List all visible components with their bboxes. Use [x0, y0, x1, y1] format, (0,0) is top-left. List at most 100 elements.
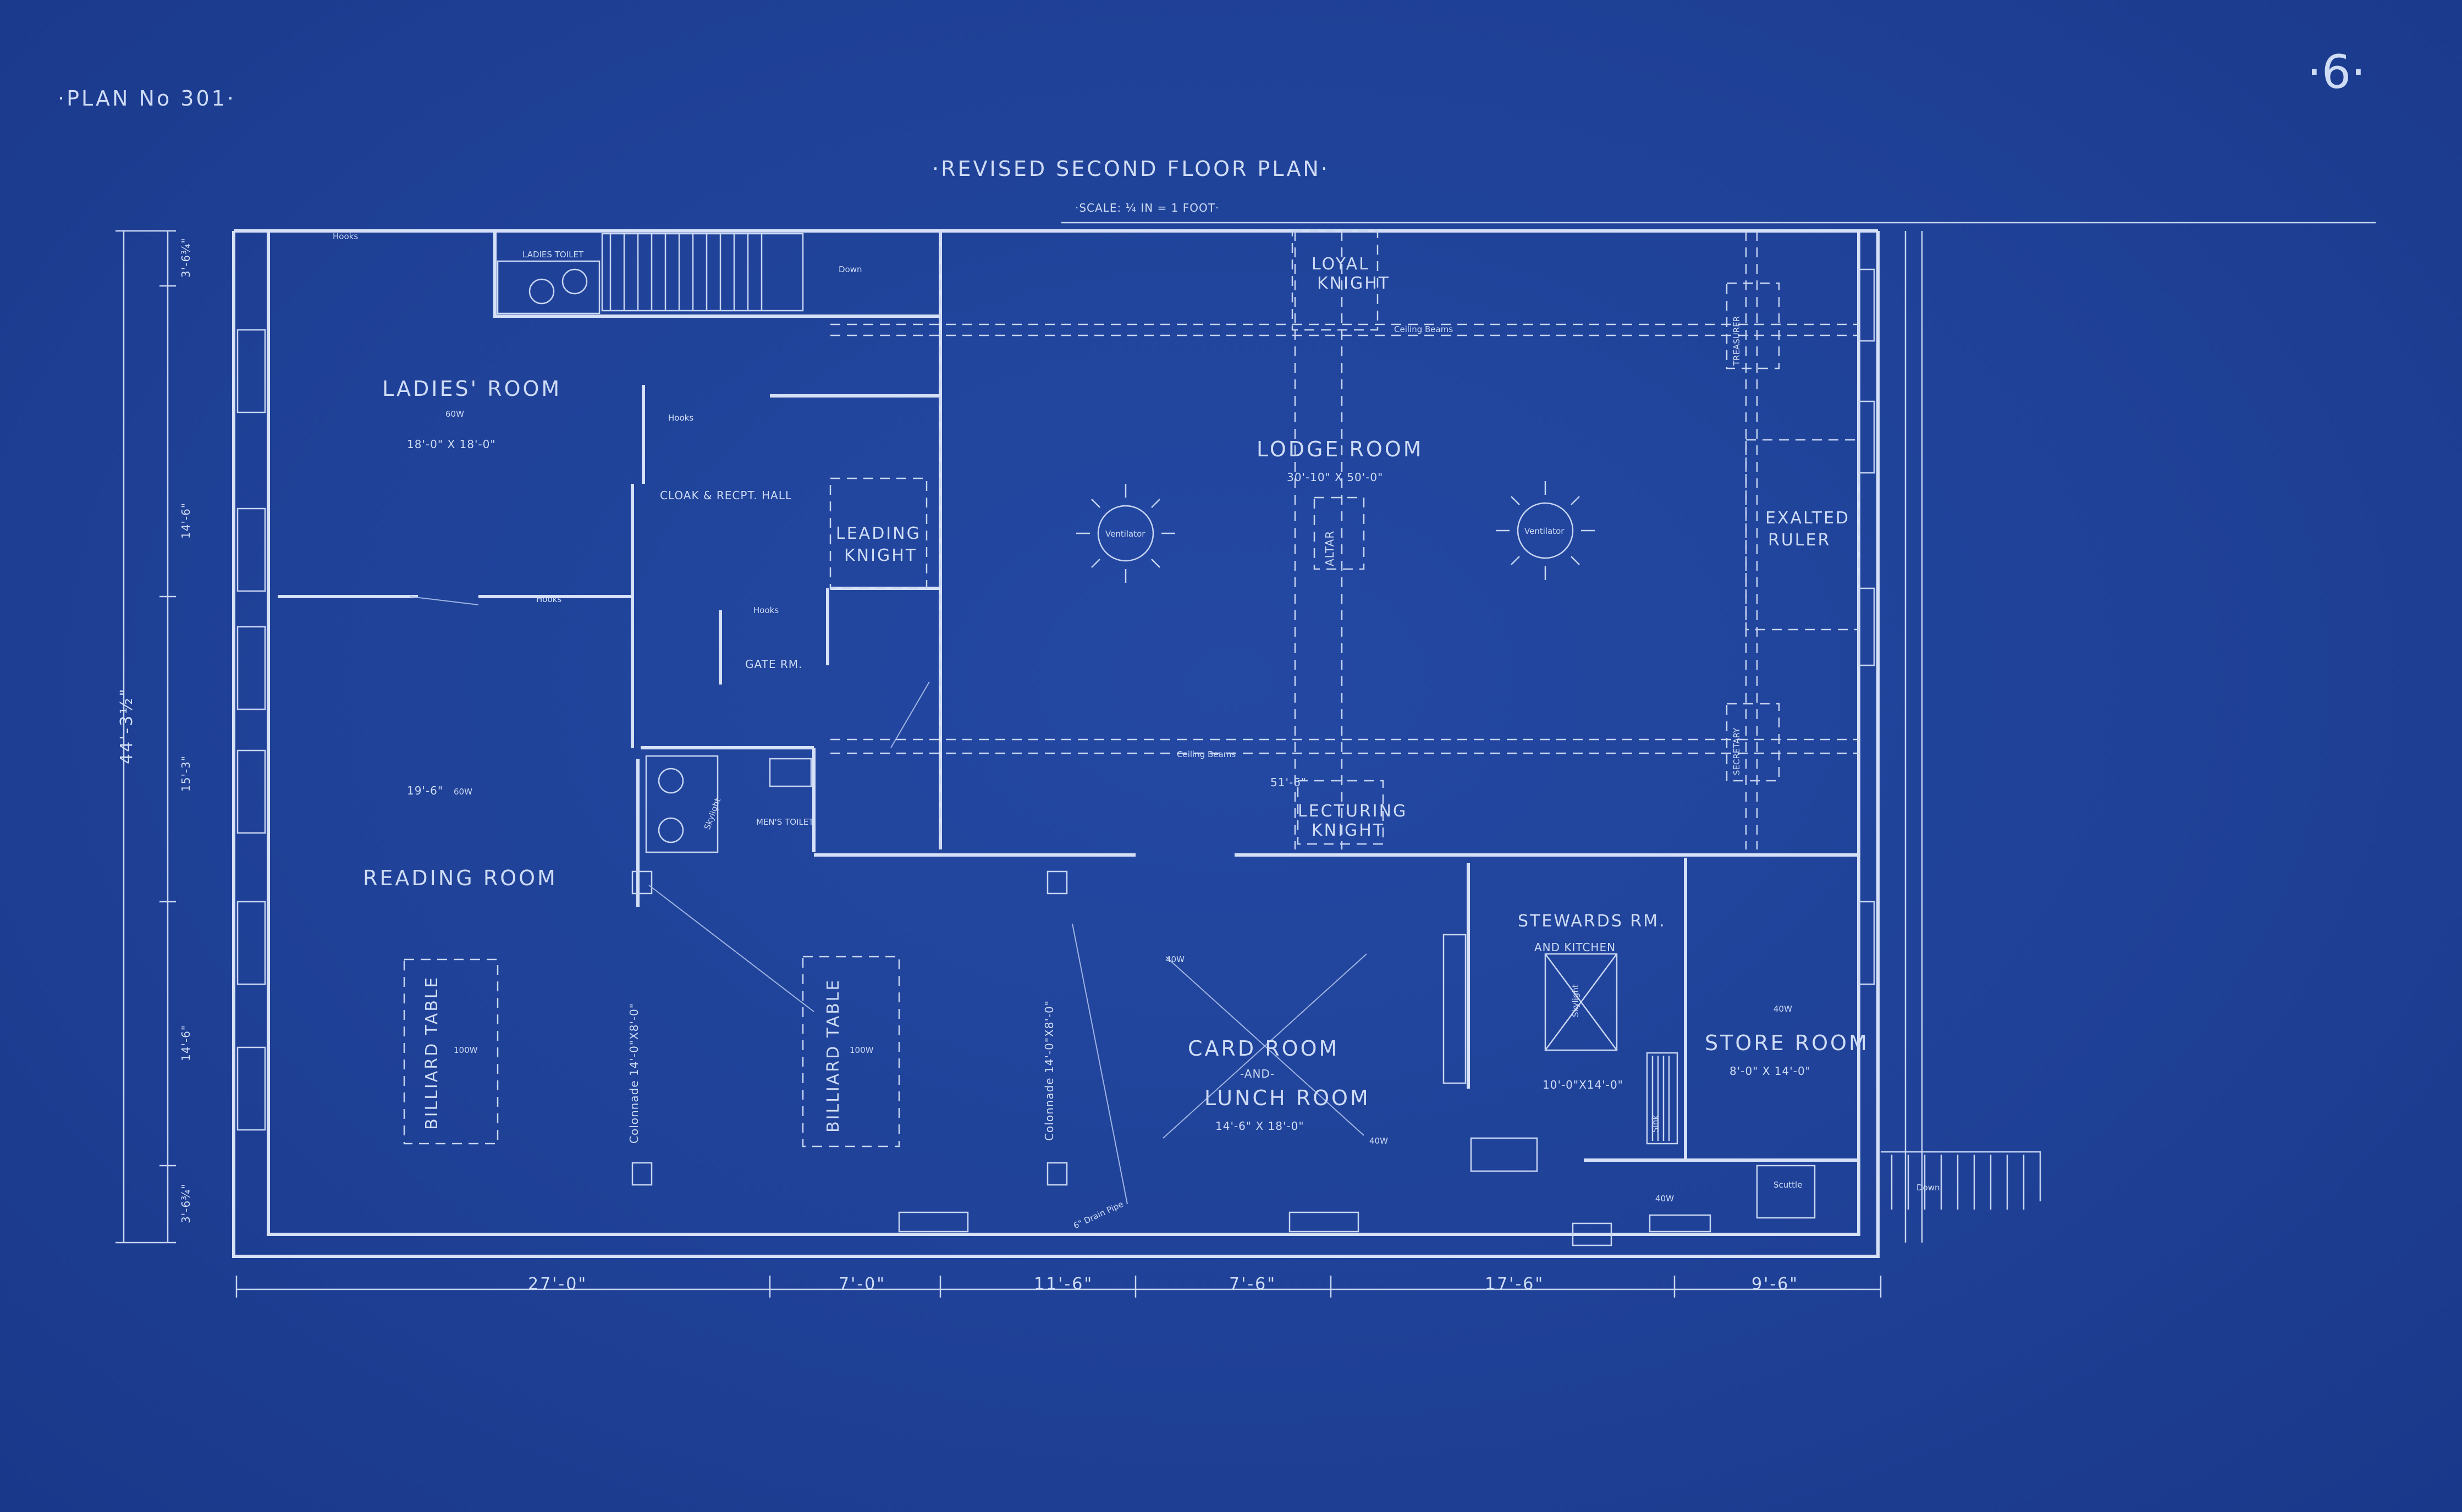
reading-room-label: READING ROOM	[363, 866, 558, 890]
columns	[631, 870, 1068, 1186]
drawing-title: ·REVISED SECOND FLOOR PLAN·	[932, 157, 1330, 181]
dim-left-sub-2: 15'-3"	[179, 755, 192, 792]
lodge-room-dim: 30'-10" X 50'-0"	[1287, 471, 1383, 484]
billiard-table-right	[802, 956, 900, 1147]
bottom-windows	[898, 1211, 1711, 1246]
ladies-toilet-label: LADIES TOILET	[522, 250, 584, 260]
note-hooks-3: Hooks	[668, 413, 693, 423]
billiard-table-left	[403, 958, 499, 1145]
exterior-walls	[232, 229, 1880, 1258]
mens-toilet-fixtures	[645, 755, 812, 853]
ventilator-left: Ventilator	[1076, 484, 1175, 583]
stewards-room-label-2: AND KITCHEN	[1534, 941, 1616, 954]
card-room-dim: 14'-6" X 18'-0"	[1215, 1119, 1304, 1133]
reading-span-label: 19'-6"	[407, 784, 443, 797]
altar-label: ALTAR	[1323, 531, 1336, 566]
dim-left-sub-1: 14'-6"	[179, 503, 192, 539]
lamp-card-1: 40W	[1166, 954, 1185, 964]
dim-left-sub-3: 14'-6"	[179, 1025, 192, 1061]
right-windows	[1858, 268, 1875, 985]
dim-bottom-4: 7'-6"	[1229, 1274, 1276, 1294]
lecturing-knight-dais	[1297, 780, 1384, 845]
room-labels: LADIES' ROOM 18'-0" X 18'-0" LADIES TOIL…	[363, 250, 1869, 1144]
card-room-label-2: LUNCH ROOM	[1204, 1086, 1370, 1110]
dim-left-bottom: 3'-6¾"	[179, 1183, 192, 1223]
lamp-billiard-2: 100W	[850, 1045, 874, 1055]
lecturing-knight-label-1: LECTURING	[1298, 802, 1407, 821]
ceiling-beams: Ceiling Beams Ceiling Beams	[830, 231, 1859, 849]
billiard-table-label-1: BILLIARD TABLE	[422, 976, 442, 1130]
ventilator-left-label: Ventilator	[1105, 529, 1145, 539]
exalted-ruler-dais	[1745, 439, 1860, 631]
note-sink: Sink	[1650, 1115, 1660, 1133]
stair-down-label: Down	[839, 264, 862, 274]
treasurer-label: TREASURER	[1732, 316, 1742, 366]
stewards-room-label-1: STEWARDS RM.	[1518, 912, 1666, 931]
lodge-span-label: 51'-6"	[1270, 776, 1307, 789]
note-hooks-1: Hooks	[333, 231, 358, 241]
leading-knight-label-2: KNIGHT	[844, 546, 917, 565]
ladies-toilet-fixtures	[497, 260, 601, 314]
note-hooks-2: Hooks	[536, 594, 561, 604]
note-skylight-kitchen: Skylight	[1571, 984, 1580, 1017]
cloak-hall-label: CLOAK & RECPT. HALL	[660, 489, 792, 502]
loyal-knight-label-1: LOYAL	[1312, 255, 1370, 274]
interior-walls	[278, 231, 1859, 1162]
gate-room-label: GATE RM.	[745, 658, 802, 671]
exalted-ruler-label-1: EXALTED	[1765, 509, 1850, 528]
rear-stair-down-label: Down	[1916, 1183, 1940, 1193]
ventilator-right-label: Ventilator	[1524, 526, 1565, 536]
kitchen-fixtures	[1442, 934, 1816, 1219]
lamp-billiard-1: 100W	[454, 1045, 478, 1055]
lecturing-knight-label-2: KNIGHT	[1312, 821, 1385, 840]
loyal-knight-dais	[1291, 230, 1379, 331]
dimension-lines	[115, 230, 1923, 1298]
colonnade-label-1: Colonnade 14'-0"X8'-0"	[627, 1003, 641, 1144]
colonnade-label-2: Colonnade 14'-0"X8'-0"	[1043, 1000, 1056, 1141]
billiard-table-label-2: BILLIARD TABLE	[824, 979, 843, 1133]
lodge-room-label: LODGE ROOM	[1257, 437, 1424, 461]
card-room-label-1: CARD ROOM	[1188, 1036, 1339, 1061]
lamp-hall: 40W	[1655, 1194, 1674, 1204]
secretary-label: SECRETARY	[1732, 727, 1742, 775]
mens-toilet-label: MEN'S TOILET	[756, 817, 814, 827]
store-room-label: STORE ROOM	[1705, 1031, 1869, 1055]
ventilator-right: Ventilator	[1496, 481, 1595, 580]
dim-bottom-6: 9'-6"	[1752, 1274, 1799, 1294]
leading-knight-dais	[829, 477, 928, 589]
note-drain: 6" Drain Pipe	[1072, 1199, 1125, 1231]
dim-bottom-2: 7'-0"	[839, 1274, 886, 1294]
ladies-room-dim: 18'-0" X 18'-0"	[407, 438, 496, 451]
lamp-ladies: 60W	[445, 409, 464, 419]
dim-bottom-1: 27'-0"	[528, 1274, 587, 1294]
store-room-dim: 8'-0" X 14'-0"	[1730, 1064, 1811, 1078]
lamp-store: 40W	[1773, 1004, 1792, 1014]
treasurer-box	[1726, 282, 1780, 369]
note-scuttle: Scuttle	[1773, 1180, 1802, 1190]
secretary-box	[1726, 703, 1780, 782]
dim-left-top: 3'-6¾"	[179, 238, 192, 278]
dimension-labels: 27'-0" 7'-0" 11'-6" 7'-6" 17'-6" 9'-6" 4…	[117, 238, 1799, 1294]
plan-number: ·PLAN No 301·	[58, 86, 236, 111]
lighting-diagonals	[409, 596, 1367, 1205]
lamp-reading: 60W	[454, 787, 472, 797]
leading-knight-label-1: LEADING	[836, 524, 921, 543]
dim-bottom-5: 17'-6"	[1485, 1274, 1544, 1294]
sheet-number: ·6·	[2307, 45, 2366, 99]
rear-stair: Down	[1881, 1151, 2041, 1210]
altar-box	[1313, 496, 1365, 570]
ladies-room-label: LADIES' ROOM	[382, 377, 561, 401]
beam-label-top: Ceiling Beams	[1394, 324, 1453, 334]
loyal-knight-label-2: KNIGHT	[1317, 274, 1390, 293]
lamp-card-2: 40W	[1369, 1136, 1388, 1146]
beam-label-bottom: Ceiling Beams	[1177, 749, 1236, 759]
left-windows	[236, 329, 266, 1131]
exalted-ruler-label-2: RULER	[1768, 531, 1831, 550]
note-hooks-4: Hooks	[753, 605, 779, 615]
dim-left-overall: 44'-3½"	[117, 687, 136, 764]
card-room-and: -AND-	[1240, 1067, 1275, 1080]
stewards-room-dim: 10'-0"X14'-0"	[1543, 1078, 1623, 1091]
note-skylight-toilet: Skylight	[702, 797, 723, 831]
